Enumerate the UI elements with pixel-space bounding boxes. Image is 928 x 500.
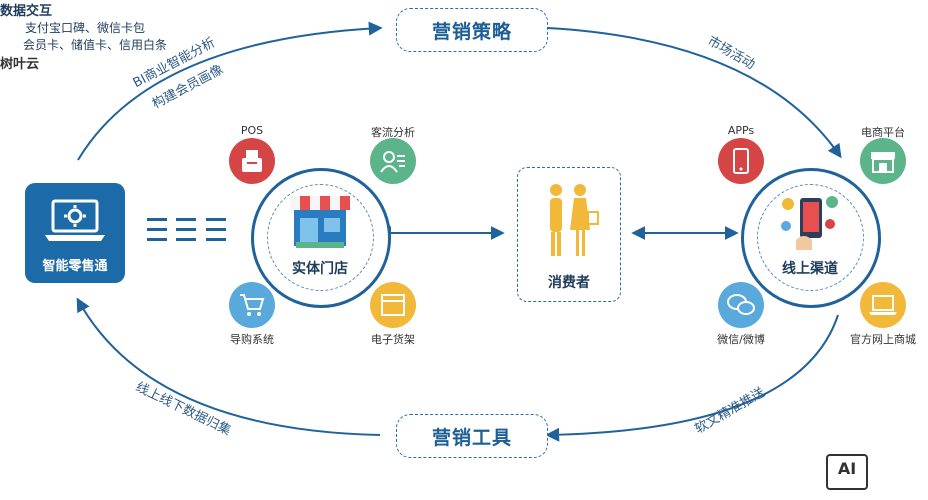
data-exchange-label: 数据交互 — [0, 4, 53, 19]
ecommerce-shop-icon — [860, 138, 906, 184]
apps-label: APPs — [727, 124, 755, 137]
arc-bottom-right — [545, 314, 839, 442]
store-icon — [290, 196, 350, 248]
arc-bottom-left — [76, 297, 381, 436]
cart-icon — [229, 282, 275, 328]
wechat-weibo-label: 微信/微博 — [717, 333, 765, 346]
mobile-app-icon — [718, 138, 764, 184]
official-mall-label: 官方网上商城 — [850, 333, 916, 346]
consumer-box: 消费者 — [517, 167, 621, 302]
tools-line-1: 支付宝口碑、微信卡包 — [24, 21, 145, 35]
marketing-tools-pill: 营销工具 — [396, 414, 548, 458]
consumer-label: 消费者 — [548, 275, 590, 291]
physical-store-label: 实体门店 — [292, 261, 348, 277]
ecommerce-label: 电商平台 — [861, 126, 905, 139]
watermark-text: 树叶云 — [0, 57, 40, 72]
guide-system-label: 导购系统 — [230, 333, 274, 346]
arc-top-right — [547, 27, 842, 159]
smart-retail-label: 智能零售通 — [42, 259, 108, 274]
pos-icon — [229, 138, 275, 184]
watermark-logo: AI — [826, 454, 868, 490]
laptop-gear-icon — [45, 199, 105, 241]
tools-line-2: 会员卡、储值卡、信用白条 — [22, 38, 167, 52]
online-channel-icon — [781, 196, 838, 250]
online-channel-label: 线上渠道 — [782, 261, 838, 277]
marketing-strategy-pill: 营销策略 — [396, 8, 548, 52]
arc-top-left — [77, 21, 383, 161]
traffic-analysis-icon — [370, 138, 416, 184]
data-exchange-bars — [147, 218, 226, 241]
pos-label: POS — [240, 124, 264, 137]
wechat-icon — [718, 282, 764, 328]
shoppers-icon — [550, 184, 599, 256]
traffic-analysis-label: 客流分析 — [371, 126, 415, 139]
e-shelf-label: 电子货架 — [371, 333, 415, 346]
shelf-icon — [370, 282, 416, 328]
laptop-icon — [860, 282, 906, 328]
smart-retail-box: 智能零售通 — [25, 183, 125, 283]
